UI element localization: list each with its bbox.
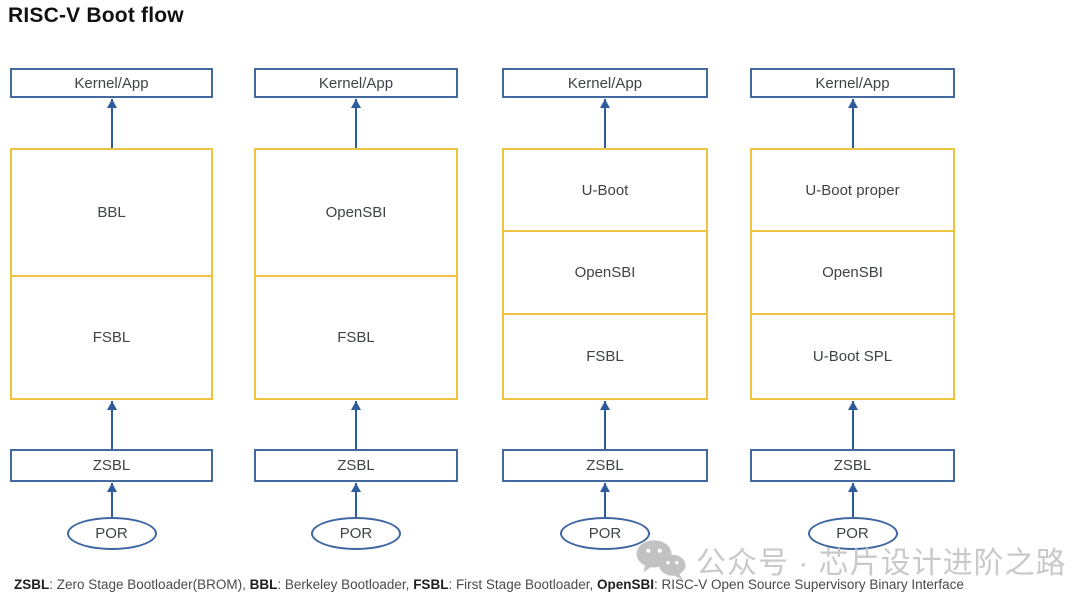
stack-section: FSBL [504,315,706,398]
boot-flow-column-2: Kernel/App OpenSBI FSBL ZSBL POR [254,0,458,602]
legend-definition: : RISC-V Open Source Supervisory Binary … [654,577,964,592]
stack-section: FSBL [256,277,456,398]
kernel-app-box: Kernel/App [10,68,213,98]
stack-section-label: U-Boot SPL [812,348,893,365]
zsbl-box: ZSBL [750,449,955,482]
arrow-up-to-kernel [600,99,610,148]
stack-section: BBL [12,150,211,277]
zsbl-label: ZSBL [586,457,624,474]
stack-section: FSBL [12,277,211,398]
kernel-app-label: Kernel/App [318,74,394,92]
stack-section-label: BBL [97,204,126,221]
por-ellipse: POR [807,517,898,550]
boot-flow-column-3: Kernel/App U-Boot OpenSBI FSBL ZSBL POR [502,0,708,602]
arrow-up-to-kernel [351,99,361,148]
arrow-up-to-kernel [106,99,117,148]
zsbl-label: ZSBL [92,457,131,474]
arrow-up-to-zsbl [351,483,361,517]
stack-section-label: FSBL [337,329,375,346]
stack-section: OpenSBI [752,232,953,315]
page-title: RISC-V Boot flow [8,4,184,27]
zsbl-box: ZSBL [10,449,213,482]
legend-term: FSBL [413,577,449,592]
kernel-app-box: Kernel/App [750,68,955,98]
bootloader-stack: OpenSBI FSBL [254,148,458,400]
kernel-app-label: Kernel/App [74,74,149,92]
stack-section: U-Boot proper [752,150,953,232]
por-label: POR [339,525,373,542]
por-label: POR [588,525,622,542]
arrow-up-to-kernel [847,99,858,148]
stack-section-label: U-Boot [581,181,629,199]
zsbl-box: ZSBL [254,449,458,482]
arrow-up-to-stack [847,401,858,449]
stack-section-label: FSBL [92,329,131,346]
boot-flow-column-4: Kernel/App U-Boot proper OpenSBI U-Boot … [750,0,955,602]
arrow-up-to-stack [600,401,610,449]
legend-definition: : Berkeley Bootloader, [277,577,414,592]
stack-section-label: FSBL [586,348,624,365]
legend-definition: : Zero Stage Bootloader(BROM), [49,577,250,592]
arrow-up-to-stack [106,401,117,449]
por-label: POR [836,525,869,542]
stack-section: OpenSBI [504,232,706,315]
arrow-up-to-zsbl [600,483,610,517]
zsbl-label: ZSBL [833,457,872,474]
arrow-up-to-zsbl [847,483,858,517]
arrow-up-to-stack [351,401,361,449]
legend-term: OpenSBI [597,577,655,592]
stack-section: OpenSBI [256,150,456,277]
legend-definition: : First Stage Bootloader, [448,577,598,592]
zsbl-box: ZSBL [502,449,708,482]
zsbl-label: ZSBL [337,457,375,474]
boot-flow-column-1: Kernel/App BBL FSBL ZSBL POR [10,0,213,602]
stack-section-label: OpenSBI [822,264,883,281]
por-ellipse: POR [311,517,401,550]
stack-section-label: U-Boot proper [805,181,900,199]
bootloader-stack: BBL FSBL [10,148,213,400]
stack-section: U-Boot SPL [752,315,953,398]
legend-term: ZSBL [14,577,50,592]
kernel-app-box: Kernel/App [254,68,458,98]
legend: ZSBL: Zero Stage Bootloader(BROM), BBL: … [14,576,1070,594]
stack-section-label: OpenSBI [325,204,387,221]
por-ellipse: POR [560,517,650,550]
por-label: POR [95,525,128,542]
legend-term: BBL [249,577,278,592]
arrow-up-to-zsbl [106,483,117,517]
kernel-app-label: Kernel/App [815,74,890,92]
kernel-app-label: Kernel/App [567,74,643,92]
stack-section: U-Boot [504,150,706,232]
stack-section-label: OpenSBI [574,264,636,281]
bootloader-stack: U-Boot OpenSBI FSBL [502,148,708,400]
bootloader-stack: U-Boot proper OpenSBI U-Boot SPL [750,148,955,400]
kernel-app-box: Kernel/App [502,68,708,98]
por-ellipse: POR [66,517,157,550]
